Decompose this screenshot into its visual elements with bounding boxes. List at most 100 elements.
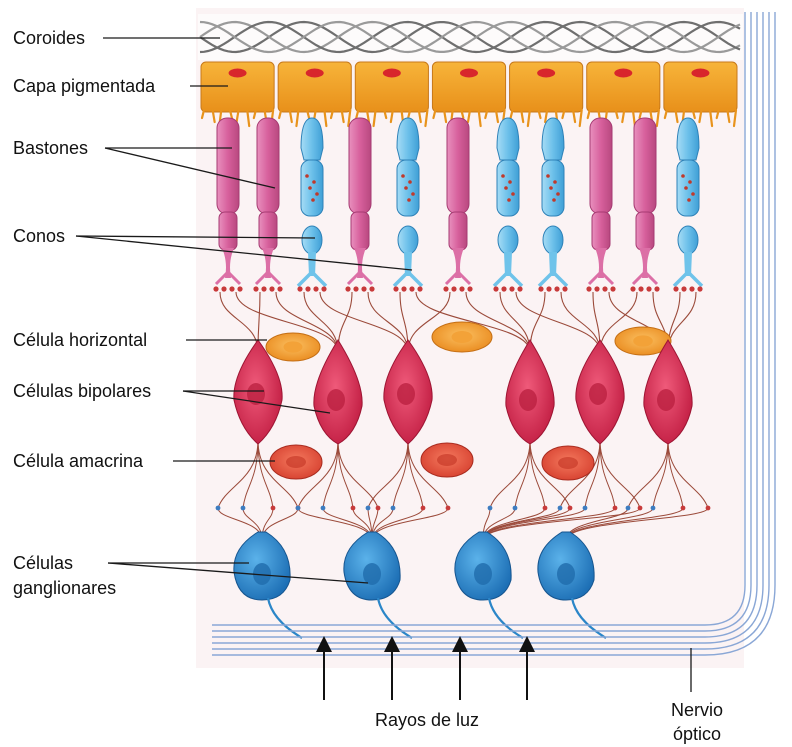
synapse-dot: [459, 286, 464, 291]
amacrine-cell-nucleus: [437, 454, 457, 466]
cone-inner-segment: [301, 160, 323, 216]
cone-granule: [312, 180, 316, 184]
amacrine-cell-nucleus: [286, 456, 306, 468]
amacrine-cell-nucleus: [558, 457, 578, 469]
synapse-dot: [493, 286, 498, 291]
synapse-dot: [345, 286, 350, 291]
synapse-dot: [610, 286, 615, 291]
synapse-dot: [646, 286, 651, 291]
rod-inner-segment: [351, 212, 369, 250]
cone-granule: [687, 198, 691, 202]
rod-inner-segment: [636, 212, 654, 250]
synapse-dot: [351, 506, 356, 511]
cone-outer-segment: [301, 118, 323, 160]
bipolar-cell-nucleus: [657, 389, 675, 411]
cone-body: [678, 226, 698, 254]
pigment-cell-nucleus: [306, 69, 324, 78]
synapse-dot: [681, 506, 686, 511]
rod-outer-segment: [217, 118, 239, 214]
choroid-layer: [198, 14, 743, 60]
cone-granule: [553, 180, 557, 184]
cone-body: [302, 226, 322, 254]
synapse-dot: [313, 286, 318, 291]
cone-granule: [511, 192, 515, 196]
cone-granule: [691, 192, 695, 196]
rod-inner-segment: [449, 212, 467, 250]
synapse-dot: [451, 286, 456, 291]
cone-granule: [556, 192, 560, 196]
synapse-dot: [558, 506, 563, 511]
synapse-dot: [421, 506, 426, 511]
synapse-dot: [706, 506, 711, 511]
synapse-dot: [583, 506, 588, 511]
synapse-dot: [321, 506, 326, 511]
cone-granule: [404, 186, 408, 190]
label-celulas-bipolares: Células bipolares: [13, 381, 151, 401]
rod-outer-segment: [634, 118, 656, 214]
label-celulas-ganglionares-line1: Células: [13, 553, 73, 573]
synapse-dot: [271, 506, 276, 511]
label-celula-horizontal: Célula horizontal: [13, 330, 147, 350]
label-conos: Conos: [13, 226, 65, 246]
bipolar-cell-nucleus: [327, 389, 345, 411]
synapse-dot: [586, 286, 591, 291]
pigment-cell-nucleus: [460, 69, 478, 78]
cone-granule: [688, 180, 692, 184]
cone-granule: [684, 186, 688, 190]
ganglion-cell-nucleus: [474, 563, 492, 585]
synapse-dot: [376, 506, 381, 511]
cone-granule: [315, 192, 319, 196]
rod-outer-segment: [349, 118, 371, 214]
synapse-dot: [321, 286, 326, 291]
label-celulas-ganglionares-line2: ganglionares: [13, 578, 116, 598]
cone-granule: [504, 186, 508, 190]
cone-granule: [401, 174, 405, 178]
synapse-dot: [613, 506, 618, 511]
synapse-dot: [626, 506, 631, 511]
label-capa-pigmentada: Capa pigmentada: [13, 76, 156, 96]
cone-inner-segment: [397, 160, 419, 216]
horizontal-cell-nucleus: [633, 335, 653, 346]
bipolar-cell-nucleus: [397, 383, 415, 405]
label-bastones: Bastones: [13, 138, 88, 158]
synapse-dot: [681, 286, 686, 291]
bipolar-cell-nucleus: [519, 389, 537, 411]
rod-outer-segment: [257, 118, 279, 214]
horizontal-cell-nucleus: [452, 331, 473, 343]
label-nervio-optico-line1: Nervio: [671, 700, 723, 720]
pigment-cell-nucleus: [383, 69, 401, 78]
synapse-dot: [277, 286, 282, 291]
rod-inner-segment: [259, 212, 277, 250]
cone-granule: [549, 186, 553, 190]
synapse-dot: [216, 506, 221, 511]
cone-outer-segment: [497, 118, 519, 160]
rod-outer-segment: [447, 118, 469, 214]
synapse-dot: [651, 506, 656, 511]
synapse-dot: [638, 286, 643, 291]
synapse-dot: [296, 506, 301, 511]
synapse-dot: [353, 286, 358, 291]
cone-granule: [308, 186, 312, 190]
synapse-dot: [391, 506, 396, 511]
synapse-dot: [513, 506, 518, 511]
cone-granule: [311, 198, 315, 202]
cone-inner-segment: [677, 160, 699, 216]
synapse-dot: [509, 286, 514, 291]
synapse-dot: [488, 506, 493, 511]
synapse-dot: [501, 286, 506, 291]
synapse-dot: [241, 506, 246, 511]
cone-outer-segment: [397, 118, 419, 160]
synapse-dot: [393, 286, 398, 291]
rod-inner-segment: [219, 212, 237, 250]
synapse-dot: [697, 286, 702, 291]
cone-body: [498, 226, 518, 254]
cone-body: [398, 226, 418, 254]
bipolar-cell-nucleus: [589, 383, 607, 405]
cone-granule: [408, 180, 412, 184]
synapse-dot: [417, 286, 422, 291]
cone-outer-segment: [542, 118, 564, 160]
pigment-cell-nucleus: [691, 69, 709, 78]
rod-outer-segment: [590, 118, 612, 214]
synapse-dot: [443, 286, 448, 291]
